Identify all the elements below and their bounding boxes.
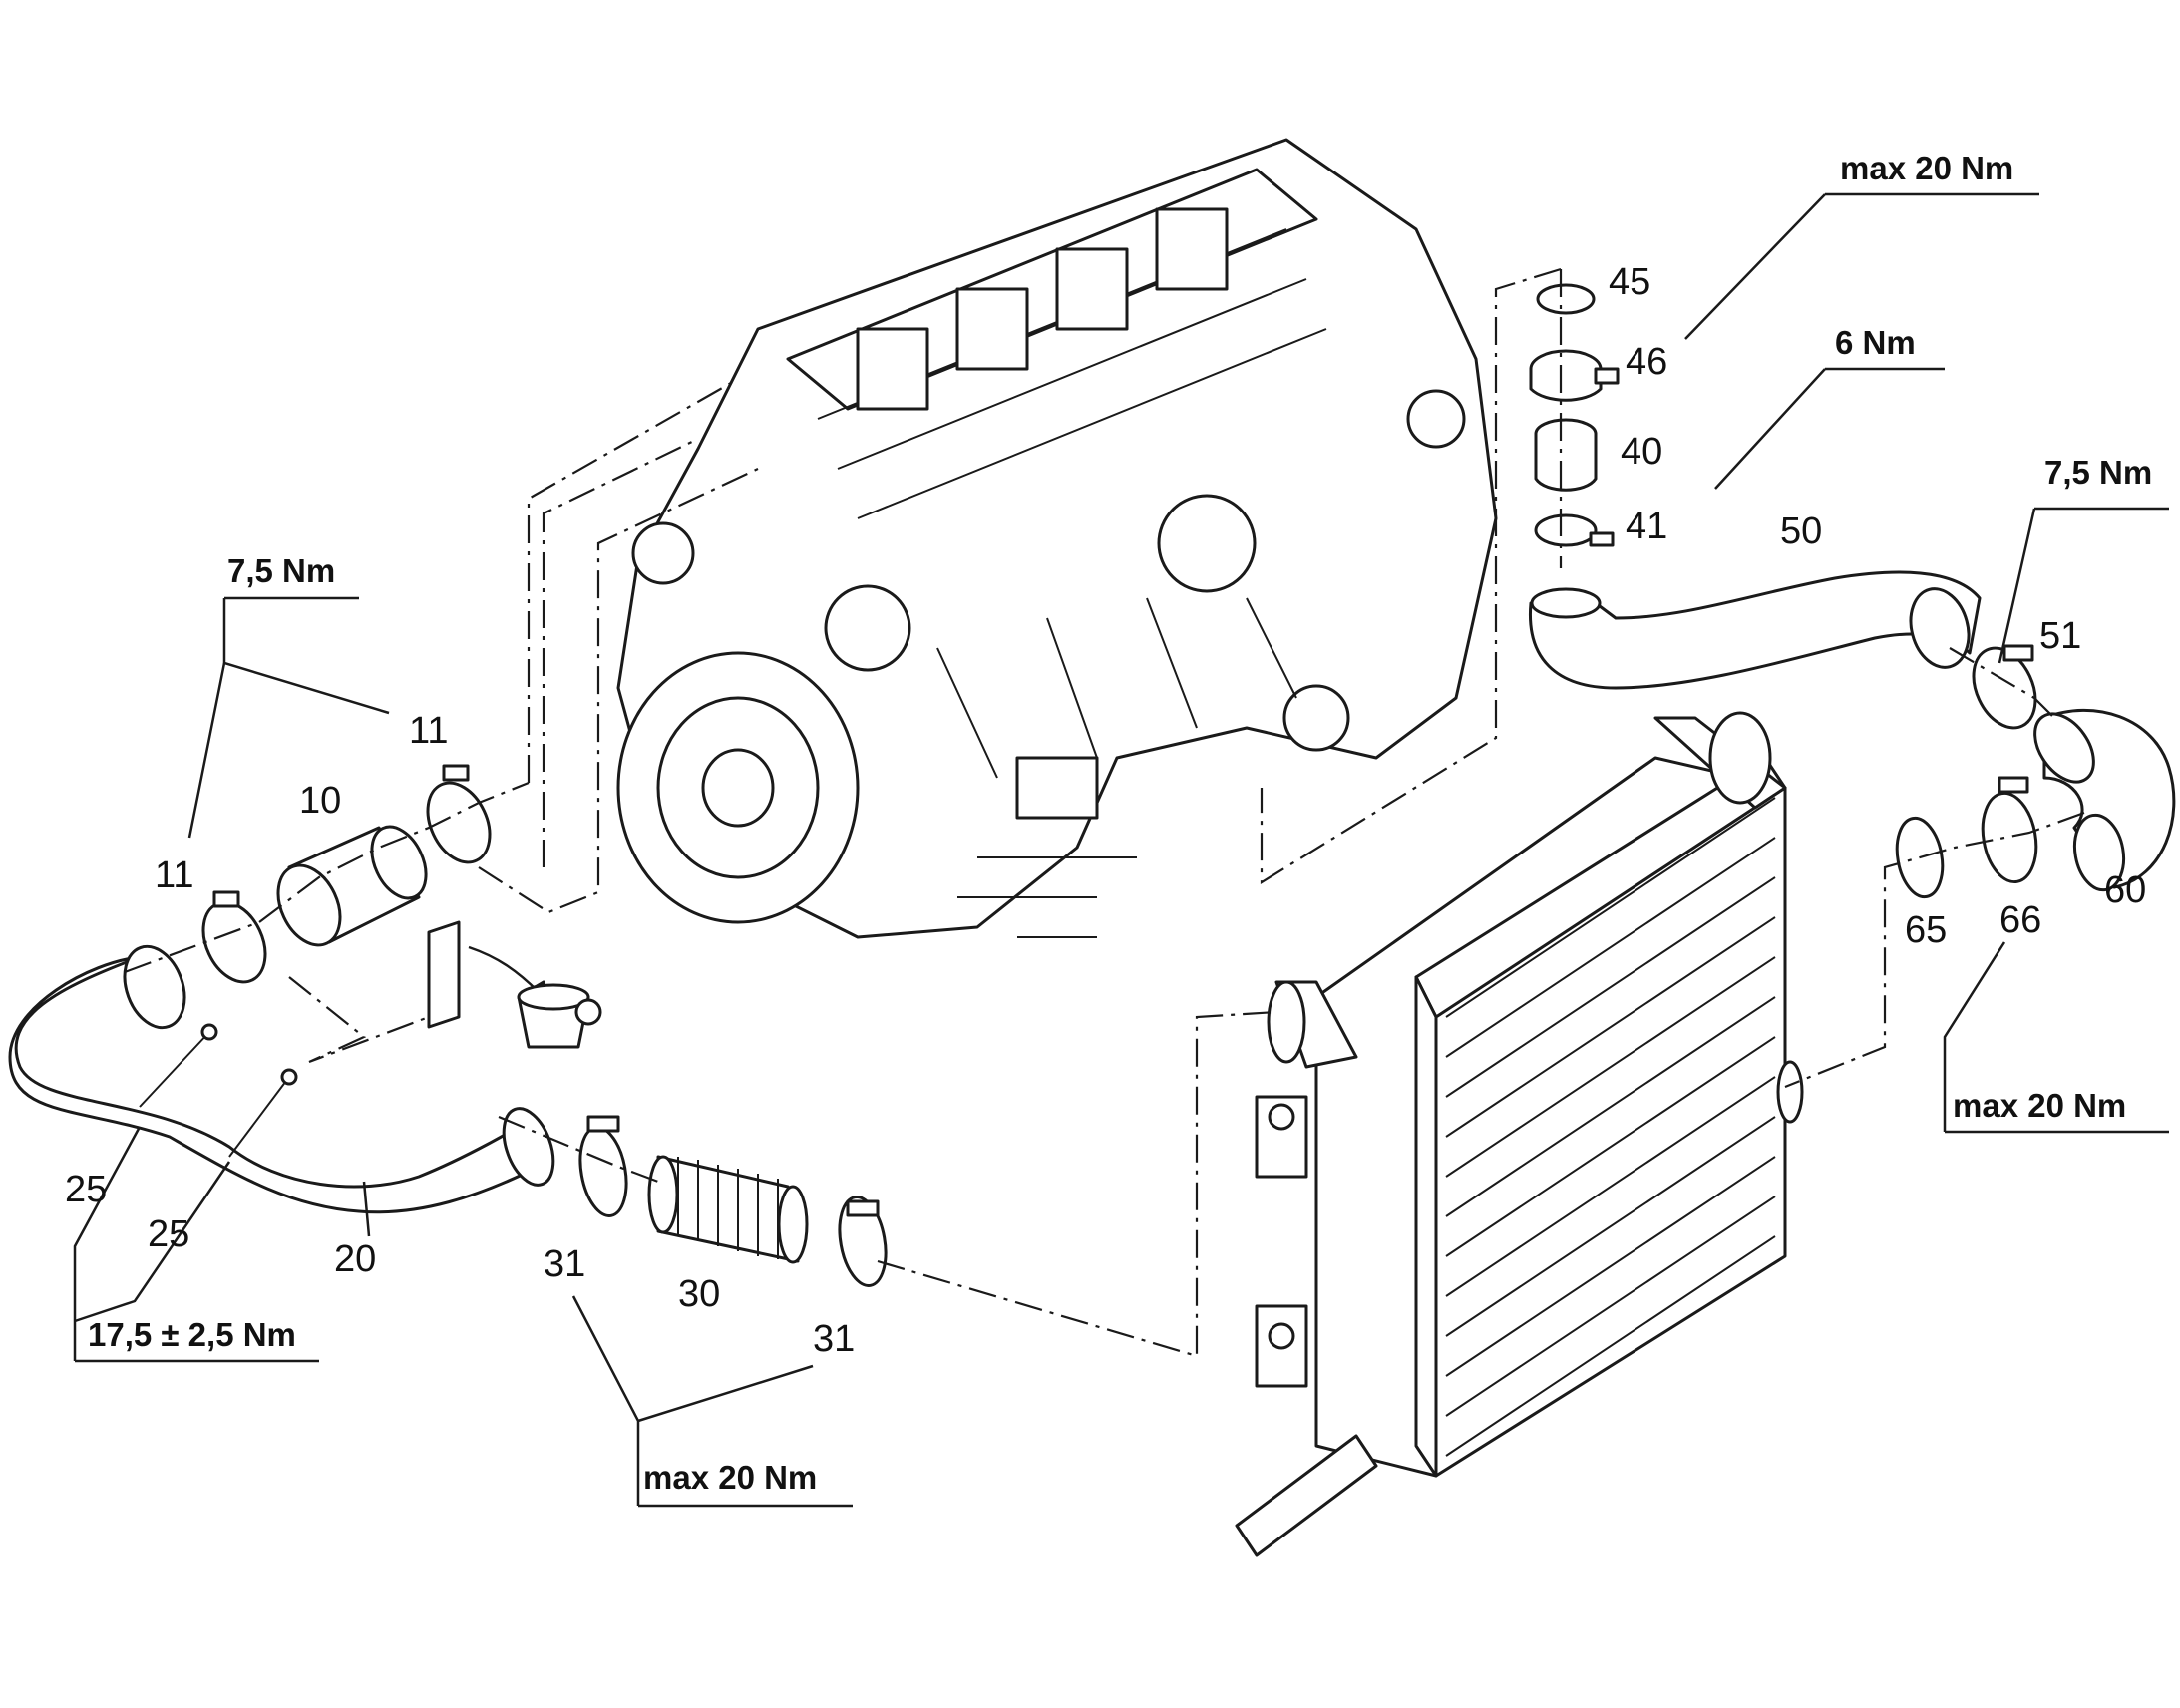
pipe-20 bbox=[8, 944, 555, 1214]
label-45: 45 bbox=[1609, 261, 1650, 303]
label-10: 10 bbox=[299, 780, 341, 822]
sleeve-40 bbox=[1534, 418, 1598, 492]
clamp-11-upper bbox=[426, 764, 492, 864]
label-20: 20 bbox=[334, 1238, 376, 1280]
torque-25: 17,5 ± 2,5 Nm bbox=[88, 1316, 296, 1353]
clamp-46 bbox=[1529, 349, 1620, 402]
hose-10 bbox=[276, 825, 428, 947]
leader-lines bbox=[73, 192, 2169, 1508]
charge-air-cooler bbox=[1235, 711, 1804, 1557]
clamp-31-right bbox=[838, 1196, 888, 1287]
clamp-51 bbox=[1972, 644, 2037, 730]
torque-41: 6 Nm bbox=[1835, 324, 1916, 361]
label-65: 65 bbox=[1905, 909, 1947, 951]
elbow-60 bbox=[2033, 708, 2176, 892]
assembly-lines bbox=[124, 267, 2085, 1358]
label-46: 46 bbox=[1626, 341, 1667, 383]
label-60: 60 bbox=[2104, 869, 2146, 911]
torque-specs: 7,5 Nm 17,5 ± 2,5 Nm max 20 Nm max 20 Nm… bbox=[88, 150, 2152, 1496]
label-30: 30 bbox=[678, 1273, 720, 1315]
label-40: 40 bbox=[1621, 431, 1662, 473]
clamp-41 bbox=[1534, 513, 1615, 547]
o-ring-45 bbox=[1536, 283, 1596, 315]
label-25-upper: 25 bbox=[65, 1169, 107, 1210]
label-41: 41 bbox=[1626, 506, 1667, 547]
label-50: 50 bbox=[1780, 511, 1822, 552]
torque-66: max 20 Nm bbox=[1953, 1087, 2126, 1124]
label-66: 66 bbox=[1999, 899, 2041, 941]
hose-30 bbox=[647, 1155, 809, 1264]
dust-container bbox=[468, 945, 602, 1049]
label-25-lower: 25 bbox=[148, 1213, 189, 1255]
part-number-labels: 10 11 11 20 25 25 30 31 31 40 41 45 46 5… bbox=[65, 261, 2146, 1360]
torque-46: max 20 Nm bbox=[1840, 150, 2013, 186]
clamp-11-lower bbox=[201, 890, 267, 984]
cap-cover bbox=[427, 920, 461, 1029]
sensor-25 bbox=[139, 1023, 298, 1158]
label-51: 51 bbox=[2039, 615, 2081, 657]
engine-block bbox=[616, 138, 1498, 939]
label-31-right: 31 bbox=[813, 1318, 855, 1360]
torque-11: 7,5 Nm bbox=[227, 552, 335, 589]
torque-51: 7,5 Nm bbox=[2044, 454, 2152, 491]
label-11-lower: 11 bbox=[155, 854, 193, 896]
torque-31: max 20 Nm bbox=[643, 1459, 817, 1496]
label-11-upper: 11 bbox=[409, 710, 448, 752]
pipe-50 bbox=[1528, 570, 1982, 690]
clamp-31-left bbox=[578, 1115, 628, 1217]
cooler-fins bbox=[1445, 797, 1776, 1457]
label-31-left: 31 bbox=[544, 1243, 585, 1285]
